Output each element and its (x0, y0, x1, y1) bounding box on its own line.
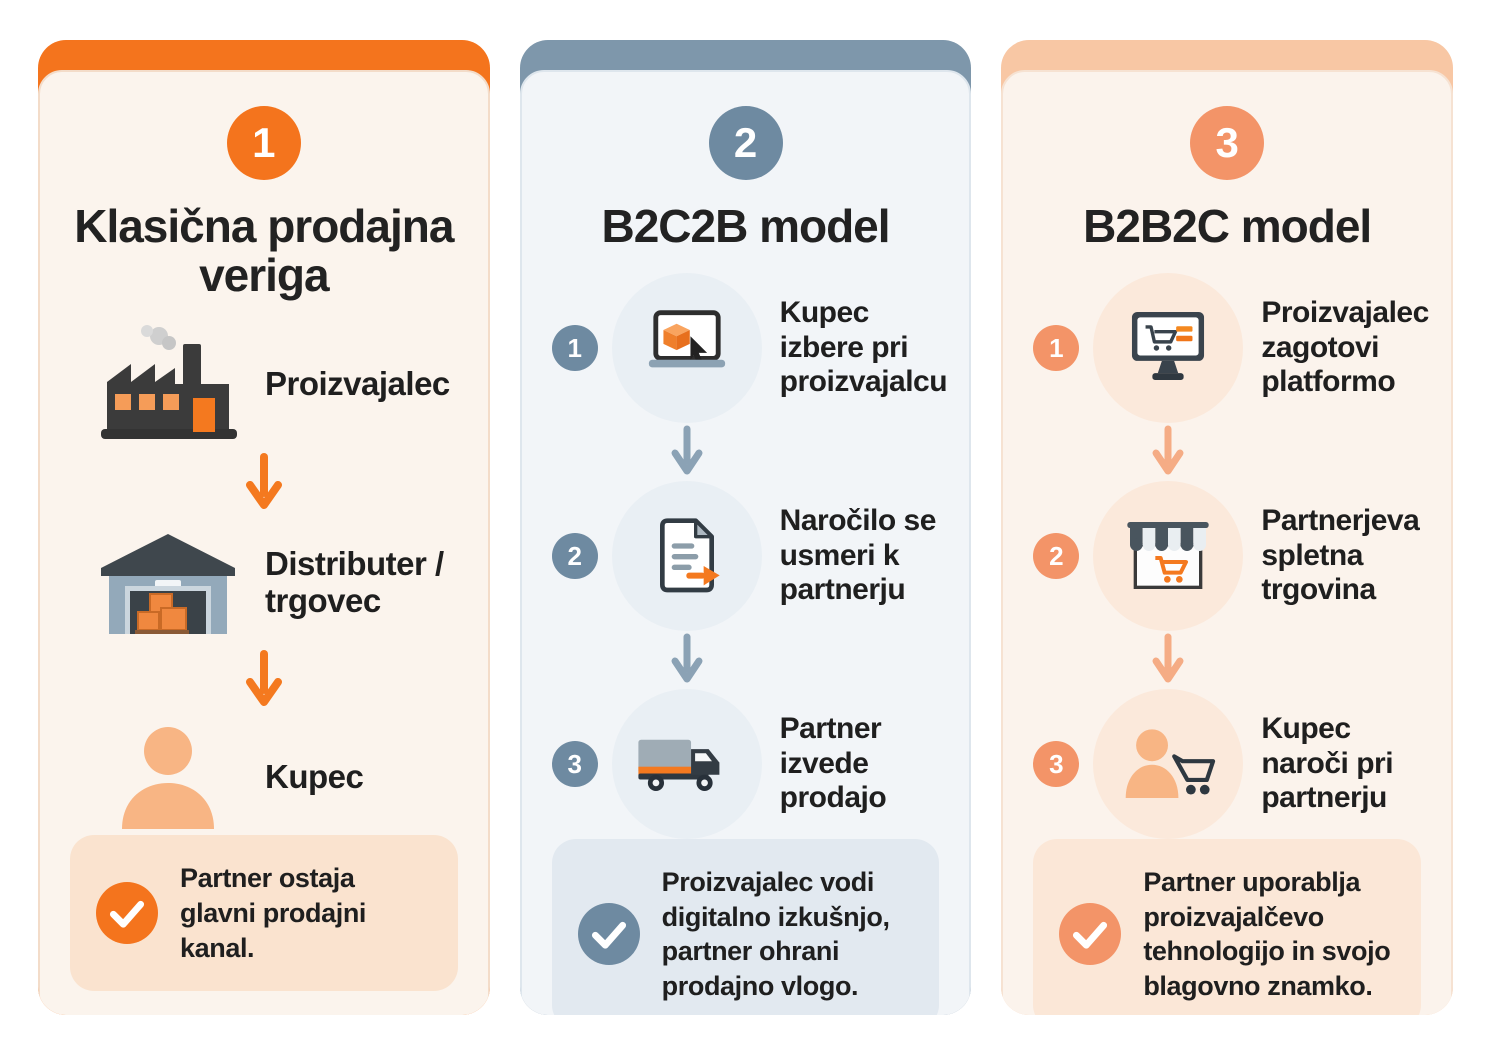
down-arrow-icon (70, 648, 458, 715)
down-arrow-icon (669, 425, 940, 479)
step-number: 2 (551, 533, 598, 580)
chain-diagram: Proizvajalec (70, 322, 458, 835)
step-label: Kupec izbere pri proizvajalcu (779, 296, 948, 399)
chain-step-label: Distributer / trgovec (265, 545, 444, 620)
down-arrow-icon (1150, 633, 1421, 687)
badge-number: 3 (1215, 119, 1239, 166)
check-icon (1059, 903, 1122, 966)
chain-step-customer: Kupec (70, 719, 458, 835)
card-classic-chain: 1 Klasična prodajna veriga (38, 40, 490, 1015)
column-number-badge: 2 (708, 106, 783, 180)
factory-icon (70, 322, 265, 447)
card-top-bar (1001, 40, 1453, 70)
note-box: Partner uporablja proizvajalčevo tehnolo… (1033, 839, 1422, 1015)
step-number: 1 (551, 325, 598, 372)
note-text: Proizvajalec vodi digitalno izkušnjo, pa… (661, 867, 890, 1001)
laptop-cursor-icon (611, 273, 762, 424)
card-title: Klasična prodajna veriga (74, 200, 454, 302)
step-row-2: 2 Naročilo se usmeri k partnerju (551, 481, 940, 632)
step-number: 3 (551, 741, 598, 788)
chain-step-manufacturer: Proizvajalec (70, 322, 458, 447)
step-row-1: 1 Proiz (1033, 273, 1429, 424)
step-label: Naročilo se usmeri k partnerju (779, 504, 937, 607)
check-icon (577, 903, 640, 966)
note-box: Proizvajalec vodi digitalno izkušnjo, pa… (551, 839, 940, 1015)
step-row-3: 3 Partner izvede prodajo (551, 689, 940, 840)
card-b2c2b: 2 B2C2B model 1 (519, 40, 972, 1015)
warehouse-icon (70, 522, 265, 644)
card-top-bar (520, 40, 972, 70)
step-label: Partnerjeva spletna trgovina (1261, 504, 1420, 607)
card-b2b2c: 3 B2B2C model 1 (1001, 40, 1454, 1015)
steps-diagram: 1 Kupec izbere pri proizvajalcu (551, 273, 948, 840)
note-text: Partner uporablja proizvajalčevo tehnolo… (1143, 867, 1391, 1001)
delivery-truck-icon (611, 689, 762, 840)
step-number: 1 (1033, 325, 1080, 372)
card-top-bar (38, 40, 490, 70)
badge-number: 1 (252, 119, 276, 166)
step-label: Partner izvede prodajo (779, 712, 887, 815)
steps-diagram: 1 Proiz (1033, 273, 1429, 840)
note-text: Partner ostaja glavni prodajni kanal. (180, 863, 367, 963)
column-number-badge: 3 (1190, 106, 1265, 180)
step-row-2: 2 (1033, 481, 1421, 632)
badge-number: 2 (733, 119, 758, 166)
step-label: Proizvajalec zagotovi platformo (1261, 296, 1429, 399)
card-body: 1 Klasična prodajna veriga (38, 70, 490, 1015)
down-arrow-icon (1150, 425, 1421, 479)
order-document-icon (611, 481, 762, 632)
storefront-icon (1093, 481, 1244, 632)
chain-step-label: Kupec (265, 757, 364, 795)
chain-step-label: Proizvajalec (265, 365, 450, 403)
note-box: Partner ostaja glavni prodajni kanal. (70, 835, 458, 992)
step-row-1: 1 Kupec izbere pri proizvajalcu (551, 273, 948, 424)
step-number: 2 (1033, 533, 1080, 580)
down-arrow-icon (70, 451, 458, 518)
step-number: 3 (1033, 741, 1080, 788)
person-cart-icon (1093, 689, 1244, 840)
column-number-badge: 1 (226, 106, 301, 180)
card-title: B2B2C model (1083, 200, 1372, 252)
person-icon (70, 719, 265, 835)
card-body: 2 B2C2B model 1 (519, 70, 972, 1015)
step-label: Kupec naroči pri partnerju (1261, 712, 1394, 815)
down-arrow-icon (669, 633, 940, 687)
chain-step-distributor: Distributer / trgovec (70, 522, 458, 644)
monitor-cart-icon (1093, 273, 1244, 424)
step-row-3: 3 Kupec naroči pri partnerju (1033, 689, 1421, 840)
check-icon (96, 882, 158, 945)
card-title: B2C2B model (601, 200, 890, 252)
card-body: 3 B2B2C model 1 (1001, 70, 1454, 1015)
